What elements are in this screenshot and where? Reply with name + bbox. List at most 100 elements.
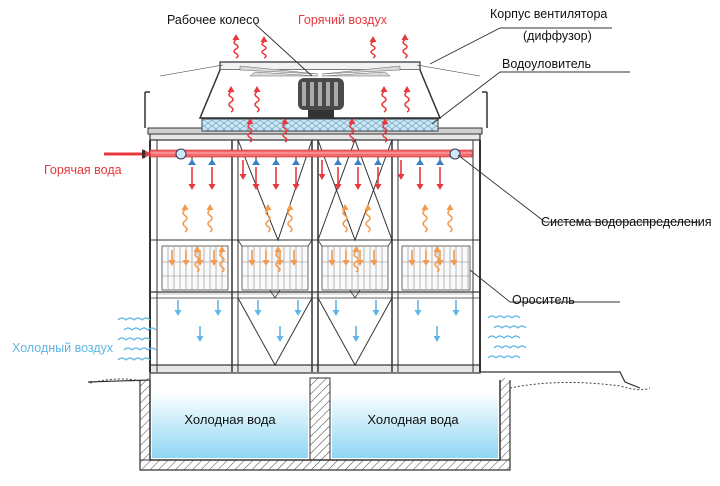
cold-air-wave	[117, 337, 151, 341]
fill-drop-arrow	[328, 250, 336, 266]
hot-water-drop-arrow	[374, 167, 382, 190]
fill-drop-arrow	[248, 250, 256, 266]
hot-water-drop-arrow	[354, 167, 362, 190]
hot-water-drop-arrow	[397, 160, 405, 180]
warm-air-arrow	[433, 246, 441, 273]
warm-air-arrow	[181, 204, 189, 233]
hot-air-arrow	[253, 86, 261, 113]
cold-water-drop-arrow	[254, 300, 262, 316]
cold-water-basin-right	[332, 392, 498, 458]
cold-water-drop-arrow	[174, 300, 182, 316]
fill-drop-arrows	[168, 250, 458, 266]
fan-housing-sublabel: (диффузор)	[523, 29, 592, 43]
hot-water-drop-arrow	[239, 160, 247, 180]
nozzle	[374, 159, 382, 165]
fill-drop-arrow	[168, 250, 176, 266]
nozzle	[436, 159, 444, 165]
impeller-hub	[298, 78, 344, 120]
fill-drop-arrow	[262, 250, 270, 266]
fan-blades	[239, 65, 401, 77]
hot-air-arrow	[369, 36, 377, 59]
cold-water-drop-arrow	[276, 326, 284, 342]
cold-water-drop-arrow	[452, 300, 460, 316]
hot-air-label: Горячий воздух	[298, 13, 388, 27]
warm-air-arrow	[206, 204, 214, 233]
cold-air-wave	[117, 317, 151, 321]
fill-drop-arrow	[450, 250, 458, 266]
hot-air-arrow	[380, 86, 388, 113]
nozzle	[272, 159, 280, 165]
hot-water-label: Горячая вода	[44, 163, 122, 177]
fill-drop-arrow	[422, 250, 430, 266]
fill-drop-arrow	[210, 250, 218, 266]
fill-drop-arrow	[370, 250, 378, 266]
hot-air-arrow	[232, 34, 240, 59]
fill-drop-arrow	[182, 250, 190, 266]
fill-drop-arrow	[436, 250, 444, 266]
nozzle	[292, 159, 300, 165]
hot-air-arrow	[381, 118, 389, 143]
hot-water-drop-arrow	[292, 167, 300, 190]
hot-water-drop-arrow	[416, 167, 424, 190]
fill-drop-arrow	[196, 250, 204, 266]
nozzle	[354, 159, 362, 165]
hot-air-arrow	[246, 118, 254, 143]
tower-frame	[144, 91, 488, 374]
warm-air-arrow	[446, 204, 454, 233]
hot-air-arrows	[227, 34, 411, 143]
hot-water-drop-arrows	[188, 160, 444, 190]
warm-air-arrow	[341, 204, 349, 233]
cold-air-wave	[487, 355, 521, 359]
fill-label: Ороситель	[512, 293, 575, 307]
fill-drop-arrow	[276, 250, 284, 266]
cold-water-basin-left	[152, 392, 308, 458]
nozzle	[208, 159, 216, 165]
hot-water-drop-arrow	[318, 160, 326, 180]
cold-air-label: Холодный воздух	[12, 341, 114, 355]
cold-air-wave	[123, 347, 157, 351]
nozzle	[334, 159, 342, 165]
drift-eliminator-label: Водоуловитель	[502, 57, 591, 71]
cold-water-label-right: Холодная вода	[367, 412, 459, 427]
cold-air-wave	[123, 327, 157, 331]
hot-water-drop-arrow	[188, 167, 196, 190]
warm-air-arrow	[364, 204, 372, 233]
warm-air-arrow	[264, 204, 272, 233]
cold-water-drop-arrow	[214, 300, 222, 316]
hot-water-pipe	[149, 148, 473, 160]
warm-air-arrow	[286, 204, 294, 233]
cold-air-wave	[487, 335, 521, 339]
fill-drop-arrow	[342, 250, 350, 266]
hot-water-drop-arrow	[208, 167, 216, 190]
distribution-system-label: Система водораспределения	[541, 215, 712, 229]
cold-air-wave	[493, 325, 527, 329]
hot-water-drop-arrow	[272, 167, 280, 190]
hot-water-drop-arrow	[436, 167, 444, 190]
hot-air-arrow	[227, 86, 235, 113]
cold-air-wave	[117, 357, 151, 361]
hot-water-inlet-arrow	[104, 149, 152, 159]
impeller-label: Рабочее колесо	[167, 13, 260, 27]
cold-water-label-left: Холодная вода	[184, 412, 276, 427]
cold-water-drop-arrow	[196, 326, 204, 342]
cold-water-drop-arrows	[174, 300, 460, 342]
fill-packs	[161, 245, 471, 291]
warm-air-arrow	[193, 246, 201, 273]
warm-air-arrows	[181, 204, 454, 273]
cold-air-waves	[117, 315, 527, 361]
hot-water-drop-arrow	[334, 167, 342, 190]
nozzle	[188, 159, 196, 165]
nozzle	[252, 159, 260, 165]
hot-air-arrow	[401, 34, 409, 59]
cold-water-drop-arrow	[332, 300, 340, 316]
warm-air-arrow	[352, 246, 360, 273]
cold-water-drop-arrow	[433, 326, 441, 342]
fill-drop-arrow	[408, 250, 416, 266]
leader-lines	[254, 23, 700, 303]
hot-air-arrow	[260, 36, 268, 59]
hot-air-arrow	[281, 118, 289, 143]
warm-air-arrow	[218, 246, 226, 273]
hot-water-drop-arrow	[252, 167, 260, 190]
basin-structure	[87, 371, 651, 471]
